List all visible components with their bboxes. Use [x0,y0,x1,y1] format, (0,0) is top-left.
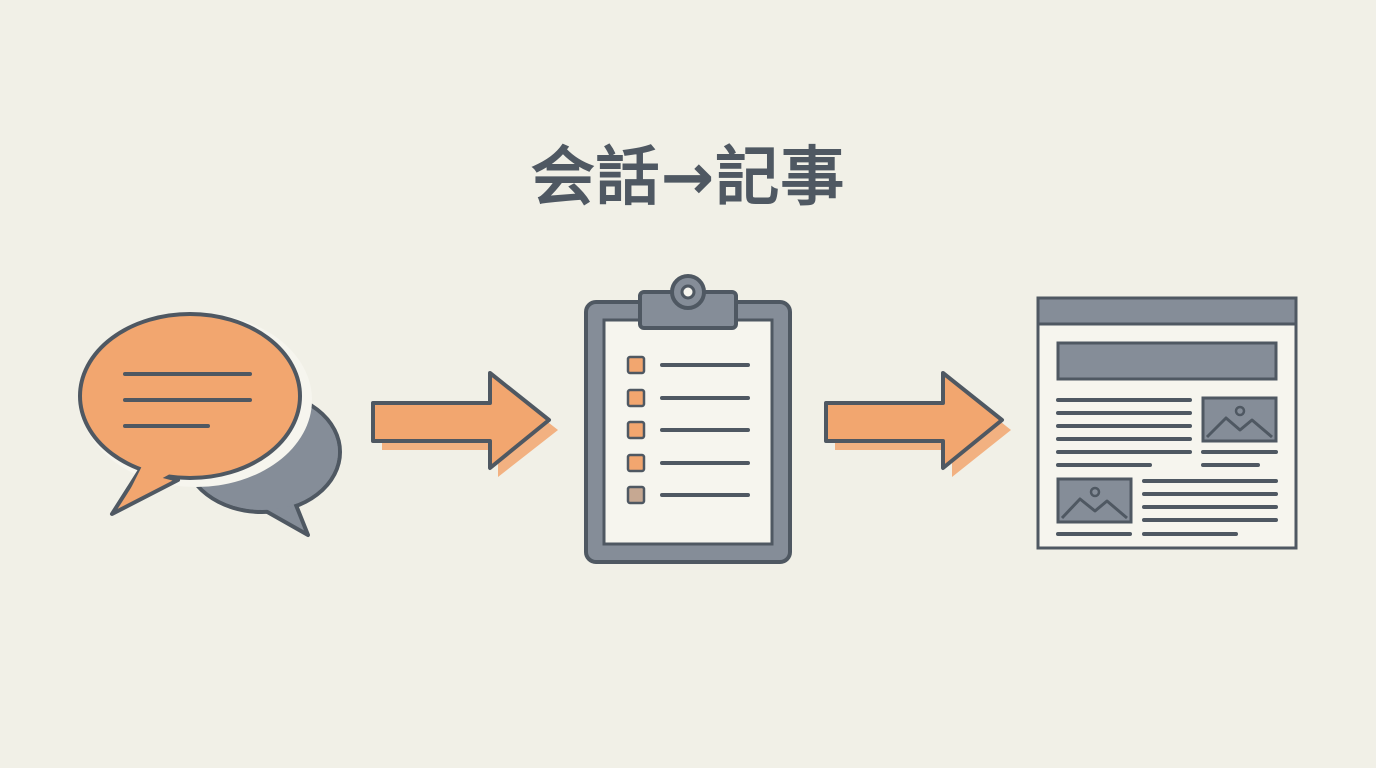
checklist-item [626,420,750,440]
article-page-icon [1036,296,1298,550]
diagram-title: 会話→記事 [530,141,846,215]
arrow-right-icon [824,371,1011,477]
image-placeholder-icon [1201,396,1278,443]
article-text-lines [1056,398,1278,536]
checklist-item [626,388,750,408]
clipboard-checklist-icon [584,274,792,564]
chat-bubbles-icon [78,312,342,537]
arrow-right-icon [371,371,558,477]
checklist-item [626,355,750,375]
checklist-item [626,453,750,473]
checklist-item [626,485,750,505]
front-speech-bubble [78,312,312,516]
image-placeholder-icon [1056,477,1133,524]
